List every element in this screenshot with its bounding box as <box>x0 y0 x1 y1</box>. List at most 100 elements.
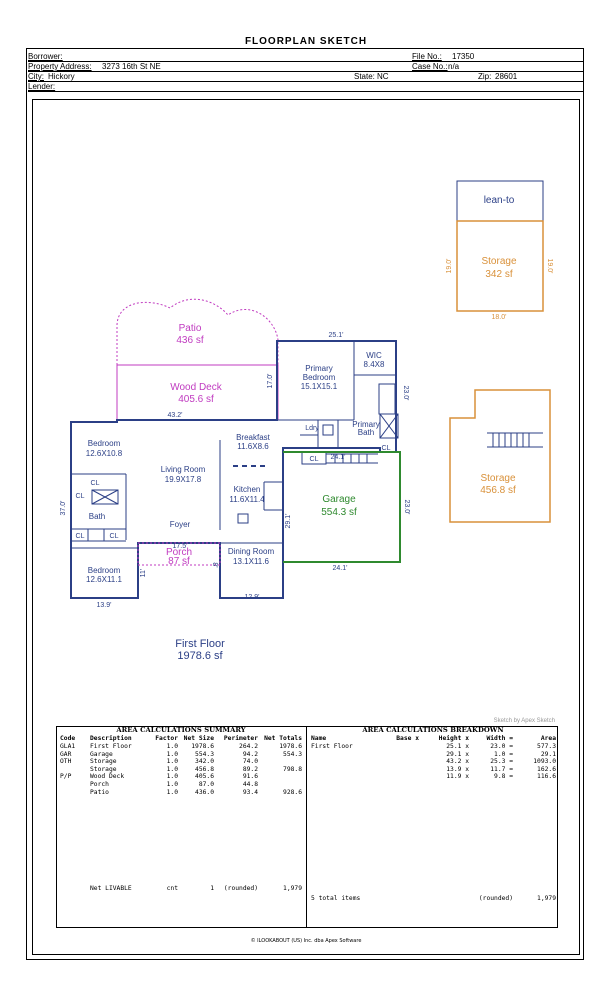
table-cell: 11.7 = <box>490 765 513 773</box>
table-cell: 798.8 <box>283 765 302 773</box>
column-header: Base x <box>396 735 419 742</box>
storage2-label: Storage <box>480 473 515 484</box>
table-cell: Patio <box>90 788 109 796</box>
table-cell: Porch <box>90 781 109 788</box>
living-room-dim: 19.9X17.8 <box>165 475 202 484</box>
column-header: Name <box>311 735 327 742</box>
wood-deck-area: 405.6 sf <box>178 394 214 405</box>
dining-room-label: Dining Room <box>228 547 275 556</box>
column-header: Width = <box>486 735 513 742</box>
primary-bath-label-2: Bath <box>358 428 374 437</box>
wic-label: WIC <box>366 351 382 360</box>
area-breakdown-title: AREA CALCULATIONS BREAKDOWN <box>362 726 504 734</box>
table-cell: 11.9 x <box>446 773 469 781</box>
lean-to-label: lean-to <box>484 195 515 206</box>
property-address-value: 3273 16th St NE <box>102 62 161 71</box>
table-cell: 1.0 <box>166 758 178 766</box>
table-cell: 116.6 <box>537 773 556 781</box>
garage-label: Garage <box>322 494 356 505</box>
dimension-label: 24.1' <box>333 565 348 572</box>
breakdown-total: 1,979 <box>537 895 556 902</box>
form-frame <box>26 48 584 960</box>
bedroom2-dim: 12.6X11.1 <box>86 575 122 584</box>
breakfast-dim: 11.6X8.6 <box>237 442 269 451</box>
dimension-label: 25.1' <box>329 332 344 339</box>
garage-area: 554.3 sf <box>321 507 357 518</box>
table-cell: 1.0 <box>166 773 178 781</box>
table-cell: Wood Deck <box>90 773 125 781</box>
table-cell: 25.3 = <box>490 758 513 766</box>
table-cell: First Floor <box>311 743 353 750</box>
file-no-label: File No.: <box>412 52 442 61</box>
dimension-label: 17.5' <box>173 543 188 550</box>
table-cell: 29.1 <box>540 750 556 758</box>
table-cell: 405.6 <box>195 773 214 781</box>
city-label: City: <box>28 72 44 81</box>
area-table <box>56 726 558 928</box>
table-cell: 29.1 x <box>446 750 469 758</box>
column-header: Perimeter <box>223 735 258 742</box>
table-cell: GAR <box>60 750 72 758</box>
storage1-label: Storage <box>481 256 516 267</box>
table-cell: 342.0 <box>195 758 214 766</box>
table-cell: 1.0 <box>166 765 178 773</box>
table-cell: 264.2 <box>239 743 258 750</box>
dimension-label: 12.9' <box>245 594 260 601</box>
table-cell: Garage <box>90 750 113 758</box>
table-cell: 9.8 = <box>494 773 513 781</box>
table-cell: GLA1 <box>60 743 76 750</box>
patio-label: Patio <box>179 323 202 334</box>
dimension-label: 18.0' <box>492 314 507 321</box>
storage2-area: 456.8 sf <box>480 485 516 496</box>
state-value: NC <box>377 72 389 81</box>
column-header: Height x <box>438 735 469 742</box>
bedroom1-label: Bedroom <box>88 439 121 448</box>
column-header: Area <box>540 735 556 742</box>
case-no-label: Case No.: <box>412 62 448 71</box>
area-summary-title: AREA CALCULATIONS SUMMARY <box>116 726 246 734</box>
sketch-frame <box>32 99 580 955</box>
header-divider <box>28 71 584 72</box>
table-cell: 89.2 <box>242 765 258 773</box>
table-cell: 554.3 <box>283 750 302 758</box>
table-cell: 1.0 = <box>494 750 513 758</box>
column-header: Net Size <box>183 735 214 742</box>
net-livable-total: 1,979 <box>283 885 302 892</box>
table-cell: 23.0 = <box>490 743 513 750</box>
cl-label: CL <box>91 480 100 487</box>
net-livable-count: 1 <box>210 885 214 892</box>
dimension-label: 19.0' <box>546 259 553 274</box>
state-label: State: <box>354 72 375 81</box>
net-livable-unit: cnt <box>166 885 178 892</box>
net-livable-label: Net LIVABLE <box>90 885 132 892</box>
table-cell: 43.2 x <box>446 758 469 766</box>
ldry-label: Ldry <box>305 425 319 432</box>
case-no-value: n/a <box>448 62 460 71</box>
first-floor-area: 1978.6 sf <box>177 650 223 662</box>
table-cell: 1978.6 <box>191 743 214 750</box>
table-cell: 74.0 <box>242 758 258 766</box>
table-cell: 1.0 <box>166 743 178 750</box>
cl-label: CL <box>110 533 119 540</box>
porch-area: 87 sf <box>168 556 190 567</box>
first-floor-label: First Floor <box>175 638 225 650</box>
kitchen-label: Kitchen <box>234 485 261 494</box>
header-divider <box>28 81 584 82</box>
lender-label: Lender: <box>28 82 56 91</box>
storage1-area: 342 sf <box>485 269 512 280</box>
table-cell: 93.4 <box>242 788 258 796</box>
wood-deck-label: Wood Deck <box>170 382 223 393</box>
copyright: © ILOOKABOUT (US) Inc. dba Apex Software <box>250 938 362 944</box>
table-cell: 87.0 <box>198 781 214 788</box>
living-room-label: Living Room <box>161 465 206 474</box>
bath-label: Bath <box>89 512 105 521</box>
table-cell: 554.3 <box>195 750 214 758</box>
table-cell: 162.6 <box>537 765 556 773</box>
dimension-label: 43.2' <box>168 412 183 419</box>
dining-room-dim: 13.1X11.6 <box>233 557 269 566</box>
kitchen-dim: 11.6X11.4 <box>229 495 265 504</box>
cl-label: CL <box>382 445 391 452</box>
table-cell: 1.0 <box>166 781 178 788</box>
table-cell: Storage <box>90 758 117 766</box>
table-cell: First Floor <box>90 743 132 750</box>
